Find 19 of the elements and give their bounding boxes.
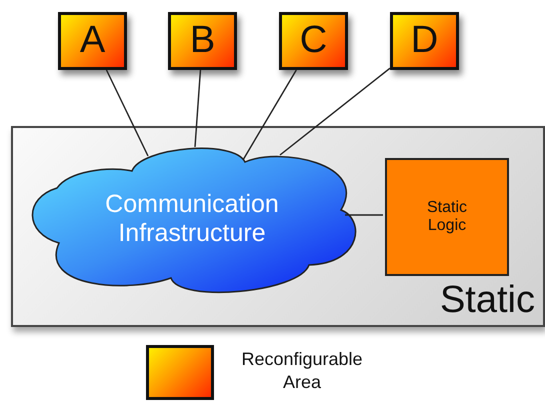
node-label: A [80,19,106,63]
region-label: Static [440,279,535,323]
connector-line [106,70,149,156]
node-label: Communication Infrastructure [104,190,280,248]
reconfigurable-box [168,12,237,70]
node-label: B [190,19,216,63]
reconfigurable-box [279,12,348,70]
node-label: D [410,19,438,63]
connector-line [345,214,383,216]
logic-box [385,158,509,276]
connector-line [194,70,202,148]
legend-label: Reconfigurable Area [240,348,364,394]
connector-line [242,70,297,160]
node-label: C [300,19,328,63]
reconfigurable-box [390,12,459,70]
connector-line [280,68,390,156]
reconfigurable-box [58,12,127,70]
static-region [11,126,545,327]
node-label: Static Logic [426,198,468,236]
